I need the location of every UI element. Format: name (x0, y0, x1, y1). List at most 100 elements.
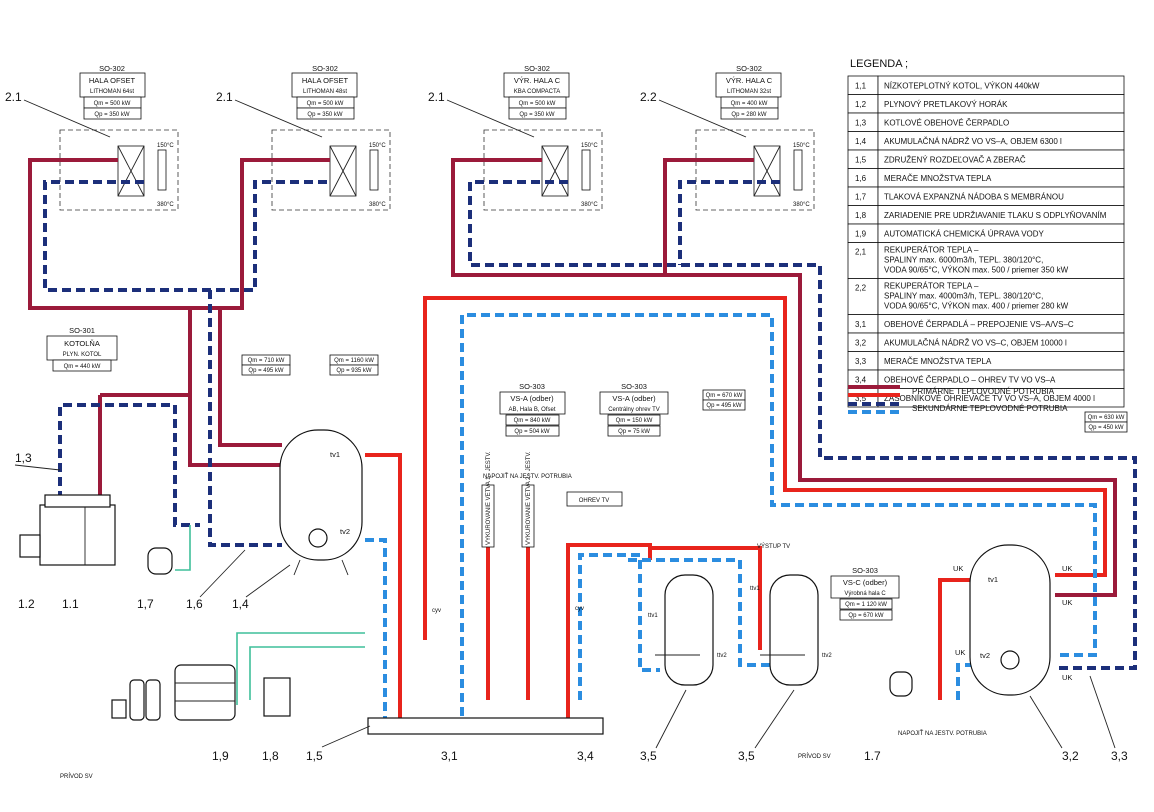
so303-qm: Qm = 840 kW (514, 418, 551, 424)
so303-code: SO-303 (621, 382, 647, 391)
cold-water-inlet-1: PRÍVOD SV (60, 773, 93, 780)
meter-qm: Qm = 710 kW (248, 358, 285, 364)
legend-text: AUTOMATICKÁ CHEMICKÁ ÚPRAVA VODY (884, 230, 1045, 239)
legend-text: AKUMULAČNÁ NÁDRŽ VO VS–C, OBJEM 10000 l (884, 339, 1067, 348)
object-qp: Qp = 350 kW (307, 112, 343, 118)
temp-in: 150°C (793, 143, 810, 149)
tag-1-3: 1,3 (15, 451, 32, 465)
expansion-vessel-left (147, 547, 173, 575)
object-name: HALA OFSET (89, 76, 136, 85)
tag-3-3: 3,3 (1111, 749, 1128, 763)
object-qp: Qp = 280 kW (731, 112, 767, 118)
object-box-3: SO-302 VÝR. HALA C KBA COMPACTA Qm = 500… (503, 64, 570, 120)
tag-recuperator-3: 2.1 (428, 90, 445, 104)
legend-code: 1,5 (855, 156, 867, 165)
legend-row: 1,7 TLAKOVÁ EXPANZNÁ NÁDOBA S MEMBRÁNOU (847, 186, 1125, 206)
uk-label: UK (1062, 564, 1072, 573)
legend-code: 1,1 (855, 82, 867, 91)
tag-1-5: 1,5 (306, 749, 323, 763)
tag-1-7-right: 1.7 (864, 749, 881, 763)
legend-text: SPALINY max. 4000m3/h, TEPL. 380/120°C, (884, 292, 1043, 301)
temp-out: 380°C (369, 202, 386, 208)
temp-in: 150°C (581, 143, 598, 149)
meter-qm: Qm = 630 kW (1088, 415, 1125, 421)
expansion-vessel-right (889, 671, 913, 697)
object-machine: KBA COMPACTA (514, 89, 560, 95)
legend-code: 3,5 (855, 394, 867, 403)
branch-2-label: VYKUROVANIE VETVA 2 - JESTV. (526, 451, 532, 545)
temp-in: 150°C (369, 143, 386, 149)
object-machine: LITHOMAN 32st (727, 89, 771, 95)
legend-code: 1,7 (855, 193, 867, 202)
legend-text: VODA 90/65°C, VÝKON max. 400 / priemer 2… (884, 302, 1069, 311)
legend-text: MERAČE MNOŽSTVA TEPLA (884, 174, 992, 183)
tag-1-9: 1,9 (212, 749, 229, 763)
so303-code: SO-303 (852, 566, 878, 575)
boiler (19, 494, 116, 566)
tag-3-5-b: 3,5 (738, 749, 755, 763)
so303-name: VS-A (odber) (612, 394, 656, 403)
legend-secondary: SEKUNDÁRNE TEPLOVODNÉ POTRUBIA (912, 404, 1068, 413)
legend-code: 2,1 (855, 248, 867, 257)
tag-1-1: 1.1 (62, 597, 79, 611)
so303-qp: Qp = 504 kW (514, 429, 550, 435)
so303-box-c: SO-303 VS-C (odber) Výrobná hala C Qm = … (830, 566, 900, 621)
legend-text: KOTLOVÉ OBEHOVÉ ČERPADLO (884, 119, 1009, 128)
legend-code: 3,1 (855, 320, 867, 329)
legend-text: MERAČE MNOŽSTVA TEPLA (884, 357, 992, 366)
legend-text: ZARIADENIE PRE UDRŽIAVANIE TLAKU S ODPLY… (884, 211, 1107, 220)
kotolna-name: KOTOLŇA (64, 339, 100, 348)
legend-title: LEGENDA ; (850, 58, 908, 70)
kotolna-box: SO-301 KOTOLŇA PLYN. KOTOL Qm = 440 kW (46, 326, 118, 372)
legend-primary: PRIMÁRNE TEPLOVODNÉ POTRUBIA (912, 387, 1055, 396)
kotolna-code: SO-301 (69, 326, 95, 335)
legend-code: 2,2 (855, 284, 867, 293)
recuperator-unit-4: 150°C 380°C (695, 129, 815, 211)
legend-text: SPALINY max. 6000m3/h, TEPL. 380/120°C, (884, 256, 1043, 265)
object-qm: Qm = 500 kW (519, 101, 556, 107)
cyv-label: cyv (575, 606, 584, 612)
tag-1-8: 1,8 (262, 749, 279, 763)
dhw-heating-label: OHREV TV (579, 498, 610, 504)
object-box-4: SO-302 VÝR. HALA C LITHOMAN 32st Qm = 40… (715, 64, 782, 120)
water-treatment (111, 664, 291, 721)
meter-qm: Qm = 670 kW (706, 393, 743, 399)
legend-text: OBEHOVÉ ČERPADLO – OHREV TV VO VS–A (884, 376, 1056, 385)
tag-3-5-a: 3,5 (640, 749, 657, 763)
legend-text: NÍZKOTEPLOTNÝ KOTOL, VÝKON 440kW (884, 82, 1040, 91)
object-box-2: SO-302 HALA OFSET LITHOMAN 48st Qm = 500… (291, 64, 358, 120)
legend-code: 1,6 (855, 174, 867, 183)
object-qm: Qm = 500 kW (94, 101, 131, 107)
object-code: SO-302 (736, 64, 762, 73)
dhw-heater-2: ttv1 ttv2 (750, 574, 832, 686)
tag-3-4: 3,4 (577, 749, 594, 763)
kotolna-qm: Qm = 440 kW (64, 364, 101, 370)
legend-row: 1,1 NÍZKOTEPLOTNÝ KOTOL, VÝKON 440kW (847, 75, 1125, 95)
legend-code: 3,4 (855, 376, 867, 385)
so303-name: VS-C (odber) (843, 578, 888, 587)
legend-code: 1,4 (855, 137, 867, 146)
dhw-heater-1: ttv1 ttv2 (648, 574, 727, 686)
tag-1-7: 1,7 (137, 597, 154, 611)
legend-text: OBEHOVÉ ČERPADLÁ – PREPOJENIE VS–A/VS–C (884, 320, 1074, 329)
object-code: SO-302 (524, 64, 550, 73)
object-qp: Qp = 350 kW (94, 112, 130, 118)
legend-text: ZÁSOBNÍKOVÉ OHRIEVAČE TV VO VS–A, OBJEM … (884, 394, 1095, 403)
temp-in: 150°C (157, 143, 174, 149)
meter-qp: Qp = 495 kW (706, 403, 742, 409)
meter-readout-3: Qm = 670 kW Qp = 495 kW (702, 389, 746, 411)
uk-label: UK (1062, 673, 1072, 682)
object-machine: LITHOMAN 48st (303, 89, 347, 95)
tag-3-1: 3,1 (441, 749, 458, 763)
accumulation-tank-vsc: tv1 tv2 UK UK UK UK UK (953, 544, 1072, 696)
object-name: VÝR. HALA C (514, 76, 561, 85)
object-qm: Qm = 400 kW (731, 101, 768, 107)
legend-text: TLAKOVÁ EXPANZNÁ NÁDOBA S MEMBRÁNOU (884, 193, 1064, 202)
recuperator-unit-1: 150°C 380°C (59, 129, 179, 211)
